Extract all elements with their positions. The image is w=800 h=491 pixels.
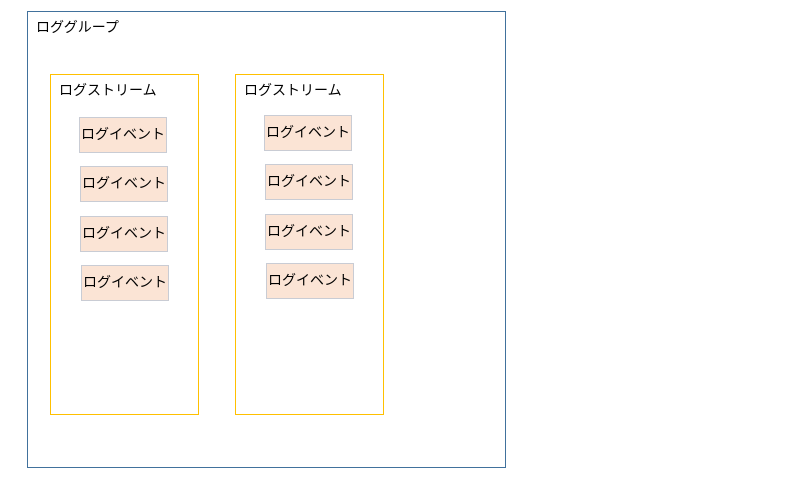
log-stream-label: ログストリーム [59,83,157,99]
log-event: ログイベント [266,263,354,299]
log-group-label: ロググループ [36,20,119,36]
log-stream-label: ログストリーム [244,83,342,99]
log-event: ログイベント [265,214,353,250]
log-event: ログイベント [265,164,353,200]
log-event: ログイベント [80,216,168,252]
log-event: ログイベント [79,117,167,153]
log-group: ロググループ [27,11,506,468]
log-event: ログイベント [81,265,169,301]
log-event: ログイベント [264,115,352,151]
log-event: ログイベント [80,166,168,202]
